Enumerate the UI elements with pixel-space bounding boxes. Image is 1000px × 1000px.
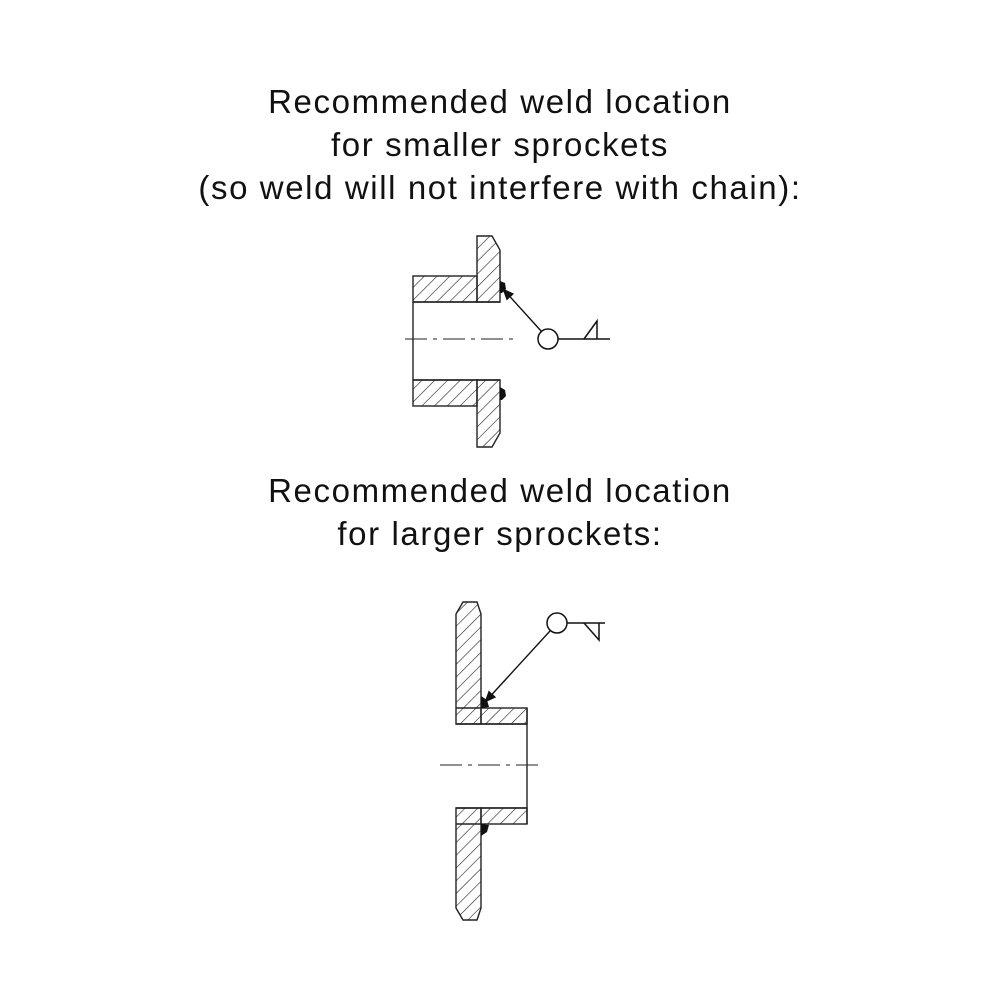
large-weld-bead-bottom	[481, 824, 489, 836]
large-sprocket-caption: Recommended weld location for larger spr…	[0, 469, 1000, 555]
small-hub-wall-bottom	[412, 379, 478, 407]
small-sprocket-plate-bottom	[476, 379, 501, 448]
caption-line: Recommended weld location	[268, 83, 732, 120]
small-sprocket-caption: Recommended weld location for smaller sp…	[0, 80, 1000, 209]
large-weld-leader	[484, 630, 551, 703]
large-hub-wall-top	[480, 707, 528, 725]
caption-line: Recommended weld location	[268, 472, 732, 509]
small-sprocket-diagram	[405, 235, 610, 448]
large-weld-all-around-symbol	[546, 612, 568, 634]
small-fillet-weld-symbol	[583, 318, 598, 340]
small-weld-all-around-symbol	[537, 328, 559, 350]
small-hub-wall-top	[412, 275, 478, 303]
large-sprocket-plate-top	[455, 601, 482, 725]
large-sprocket-diagram	[440, 601, 605, 921]
caption-line: for smaller sprockets	[330, 126, 669, 163]
large-hub-wall-bottom	[480, 807, 528, 825]
large-sprocket-plate-bottom	[455, 807, 482, 921]
small-weld-leader	[502, 288, 543, 333]
caption-line: (so weld will not interfere with chain):	[198, 169, 802, 206]
caption-line: for larger sprockets:	[337, 515, 663, 552]
large-fillet-weld-symbol	[583, 622, 600, 642]
small-sprocket-plate-top	[476, 235, 501, 303]
small-weld-bead-bottom	[500, 387, 506, 400]
